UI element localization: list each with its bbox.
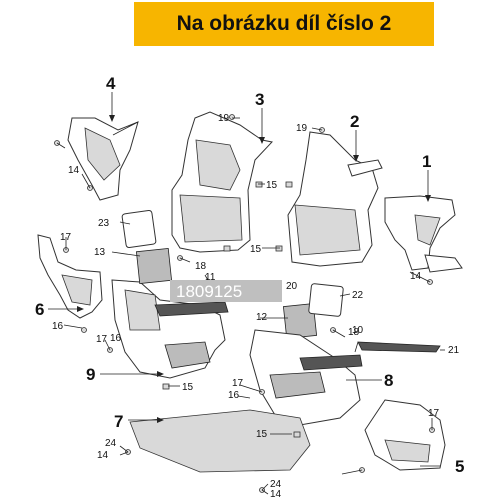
callout-23: 23	[98, 218, 110, 229]
callout-8: 8	[384, 371, 393, 390]
callout-7: 7	[114, 412, 123, 431]
callout-14a: 14	[68, 165, 80, 176]
callout-14b: 14	[410, 271, 422, 282]
callout-15d: 15	[256, 429, 268, 440]
banner-text: Na obrázku díl číslo 2	[176, 12, 392, 35]
callout-17a: 17	[60, 232, 72, 243]
callout-16a: 16	[52, 321, 64, 332]
part-13-shape	[135, 247, 173, 285]
callout-17d: 17	[428, 408, 440, 419]
callout-24b: 24	[270, 479, 282, 490]
watermark-text: 1809125	[176, 282, 242, 301]
callout-15b: 15	[250, 244, 262, 255]
callout-20: 20	[286, 281, 298, 292]
callout-6: 6	[35, 300, 44, 319]
part-21-shape	[357, 341, 441, 353]
callout-19b: 19	[296, 123, 308, 134]
part-2-shape	[287, 131, 383, 267]
part-11-shape	[154, 301, 229, 317]
callout-4: 4	[106, 74, 116, 93]
callout-18b: 18	[348, 327, 360, 338]
callout-9: 9	[86, 365, 95, 384]
callout-11: 11	[205, 272, 216, 283]
callout-14d: 14	[270, 489, 282, 500]
callout-18a: 18	[195, 261, 207, 272]
callout-12: 12	[256, 312, 268, 323]
callout-22: 22	[352, 290, 364, 301]
part-3-shape	[171, 111, 273, 253]
part-7-shape	[129, 409, 311, 473]
callout-16c: 16	[228, 390, 240, 401]
callout-17c: 17	[232, 378, 244, 389]
title-banner: Na obrázku díl číslo 2	[134, 2, 434, 46]
callout-15c: 15	[182, 382, 194, 393]
leader-lines	[48, 92, 445, 495]
callout-10: 10	[352, 325, 364, 336]
callout-15a: 15	[266, 180, 278, 191]
part-10-shape	[299, 354, 363, 371]
callout-14c: 14	[97, 450, 109, 461]
callout-3: 3	[255, 90, 264, 109]
callout-24a: 24	[105, 438, 117, 449]
part-1-shape	[384, 195, 463, 273]
callout-5: 5	[455, 457, 464, 476]
callout-16b: 16	[110, 333, 122, 344]
callout-1: 1	[422, 152, 431, 171]
part-4-shape	[67, 117, 139, 201]
watermark-box	[170, 280, 282, 302]
part-8-shape	[249, 329, 361, 426]
part-22-shape	[308, 283, 344, 317]
callout-13: 13	[94, 247, 106, 258]
part-6-shape	[37, 234, 103, 319]
part-9-shape	[111, 279, 226, 379]
callout-21: 21	[448, 345, 460, 356]
callout-17b: 17	[96, 334, 108, 345]
part-5-shape	[364, 399, 446, 471]
callout-19a: 19	[218, 113, 230, 124]
callout-2: 2	[350, 112, 359, 131]
part-23-shape	[121, 209, 157, 249]
